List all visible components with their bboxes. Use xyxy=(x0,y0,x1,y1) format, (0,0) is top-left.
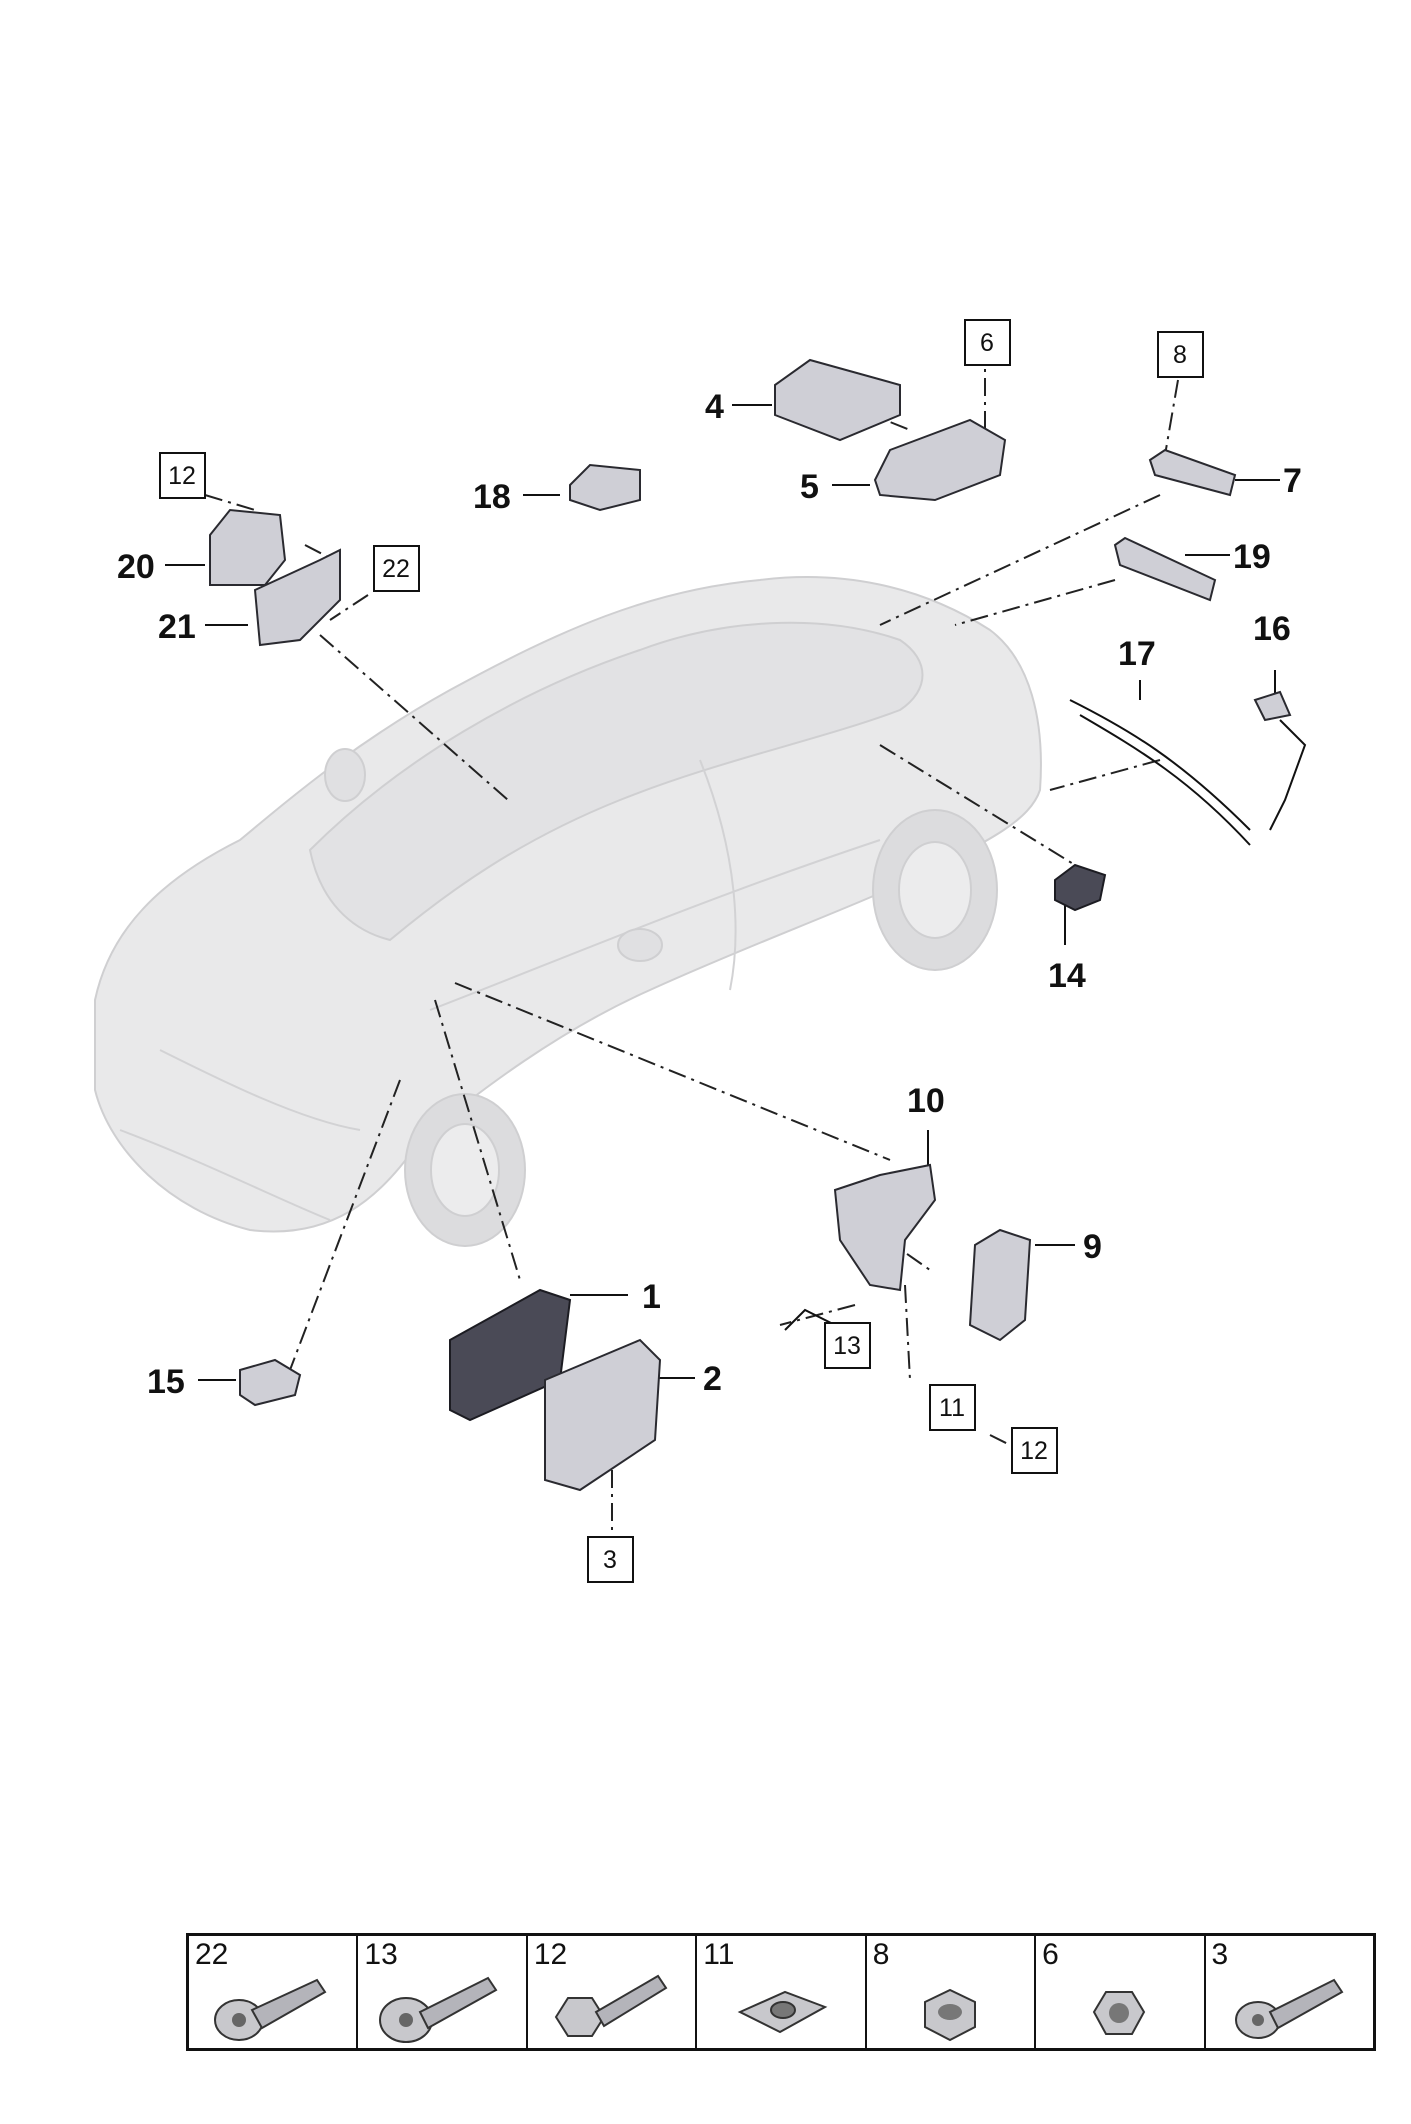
legend-cell: 12 xyxy=(528,1936,698,2048)
hex-flange-bolt-icon xyxy=(554,1974,668,2037)
box-3-frame xyxy=(587,1536,634,1583)
part-17-cable-2 xyxy=(1079,714,1251,846)
legend-cell: 22 xyxy=(189,1936,359,2048)
boxed-references: 6 8 12 22 13 11 12 3 xyxy=(159,319,1204,1583)
part-5-bracket xyxy=(873,418,1007,502)
torx-bolt-icon xyxy=(1234,1978,1343,2039)
legend-cell: 13 xyxy=(358,1936,528,2048)
legend-number: 3 xyxy=(1211,1938,1229,1971)
box-8-frame xyxy=(1157,331,1204,378)
legend-number: 11 xyxy=(703,1938,735,1971)
legend-number: 12 xyxy=(533,1938,568,1971)
socket-nut-icon xyxy=(923,1988,976,2042)
part-16-connector xyxy=(1253,690,1292,722)
callout-20: 20 xyxy=(117,548,155,586)
part-16-wire xyxy=(1269,719,1307,831)
callout-18: 18 xyxy=(473,478,511,516)
callout-1: 1 xyxy=(642,1278,661,1316)
box-3: 3 xyxy=(603,1546,617,1574)
callout-labels: 4 5 7 19 18 20 21 16 17 14 10 9 1 2 15 xyxy=(117,388,1302,1401)
box-6: 6 xyxy=(980,329,994,357)
callout-4: 4 xyxy=(705,388,724,426)
box-6-frame xyxy=(964,319,1011,366)
box-13-frame xyxy=(824,1322,871,1369)
callout-17: 17 xyxy=(1118,635,1156,673)
part-4-control-unit xyxy=(774,358,901,442)
part-10-bracket xyxy=(833,1163,937,1292)
car-silhouette xyxy=(94,576,1042,1247)
part-14-sensor xyxy=(1054,863,1107,912)
component-parts xyxy=(209,358,1307,1492)
box-12-top-frame xyxy=(159,452,206,499)
callout-15: 15 xyxy=(147,1363,185,1401)
callout-14: 14 xyxy=(1048,957,1086,995)
part-15-switch xyxy=(239,1358,302,1407)
washer-head-bolt-icon xyxy=(379,1976,498,2043)
box-13: 13 xyxy=(833,1332,861,1360)
legend-number: 13 xyxy=(364,1938,398,1971)
callout-9: 9 xyxy=(1083,1228,1102,1266)
leader-lines xyxy=(204,345,1179,1540)
legend-number: 6 xyxy=(1042,1938,1059,1971)
part-17-cable xyxy=(1069,699,1251,831)
part-19-module xyxy=(1113,536,1217,602)
box-12-bottom-frame xyxy=(1011,1427,1058,1474)
callout-16: 16 xyxy=(1253,610,1291,648)
clip-nut-icon xyxy=(737,1990,828,2034)
legend-cell: 6 xyxy=(1036,1936,1206,2048)
hex-flange-nut-icon xyxy=(1092,1991,1146,2035)
callout-7: 7 xyxy=(1283,462,1302,500)
callout-21: 21 xyxy=(158,608,196,646)
callout-19: 19 xyxy=(1233,538,1271,576)
box-12-top: 12 xyxy=(168,462,196,490)
legend-cell: 3 xyxy=(1206,1936,1373,2048)
part-18-sensor xyxy=(569,463,641,512)
box-12-bottom: 12 xyxy=(1020,1437,1048,1465)
part-2-bracket xyxy=(544,1338,662,1492)
legend-number: 8 xyxy=(872,1938,890,1971)
part-21-bracket xyxy=(253,548,341,647)
part-9-control-unit xyxy=(968,1228,1032,1342)
part-20-control-unit xyxy=(209,508,287,586)
legend-number: 22 xyxy=(195,1938,229,1971)
legend-cell: 11 xyxy=(697,1936,867,2048)
callout-2: 2 xyxy=(703,1360,722,1398)
box-11-frame xyxy=(929,1384,976,1431)
box-22-frame xyxy=(373,545,420,592)
callout-5: 5 xyxy=(800,468,819,506)
box-22: 22 xyxy=(382,555,410,583)
fastener-legend-table: 22 13 12 11 8 6 xyxy=(186,1933,1376,2051)
part-7-module xyxy=(1148,448,1237,497)
callout-10: 10 xyxy=(907,1082,945,1120)
box-11: 11 xyxy=(939,1394,965,1422)
legend-cell: 8 xyxy=(867,1936,1037,2048)
torx-flange-bolt-icon xyxy=(214,1978,327,2041)
box-8: 8 xyxy=(1173,341,1187,369)
